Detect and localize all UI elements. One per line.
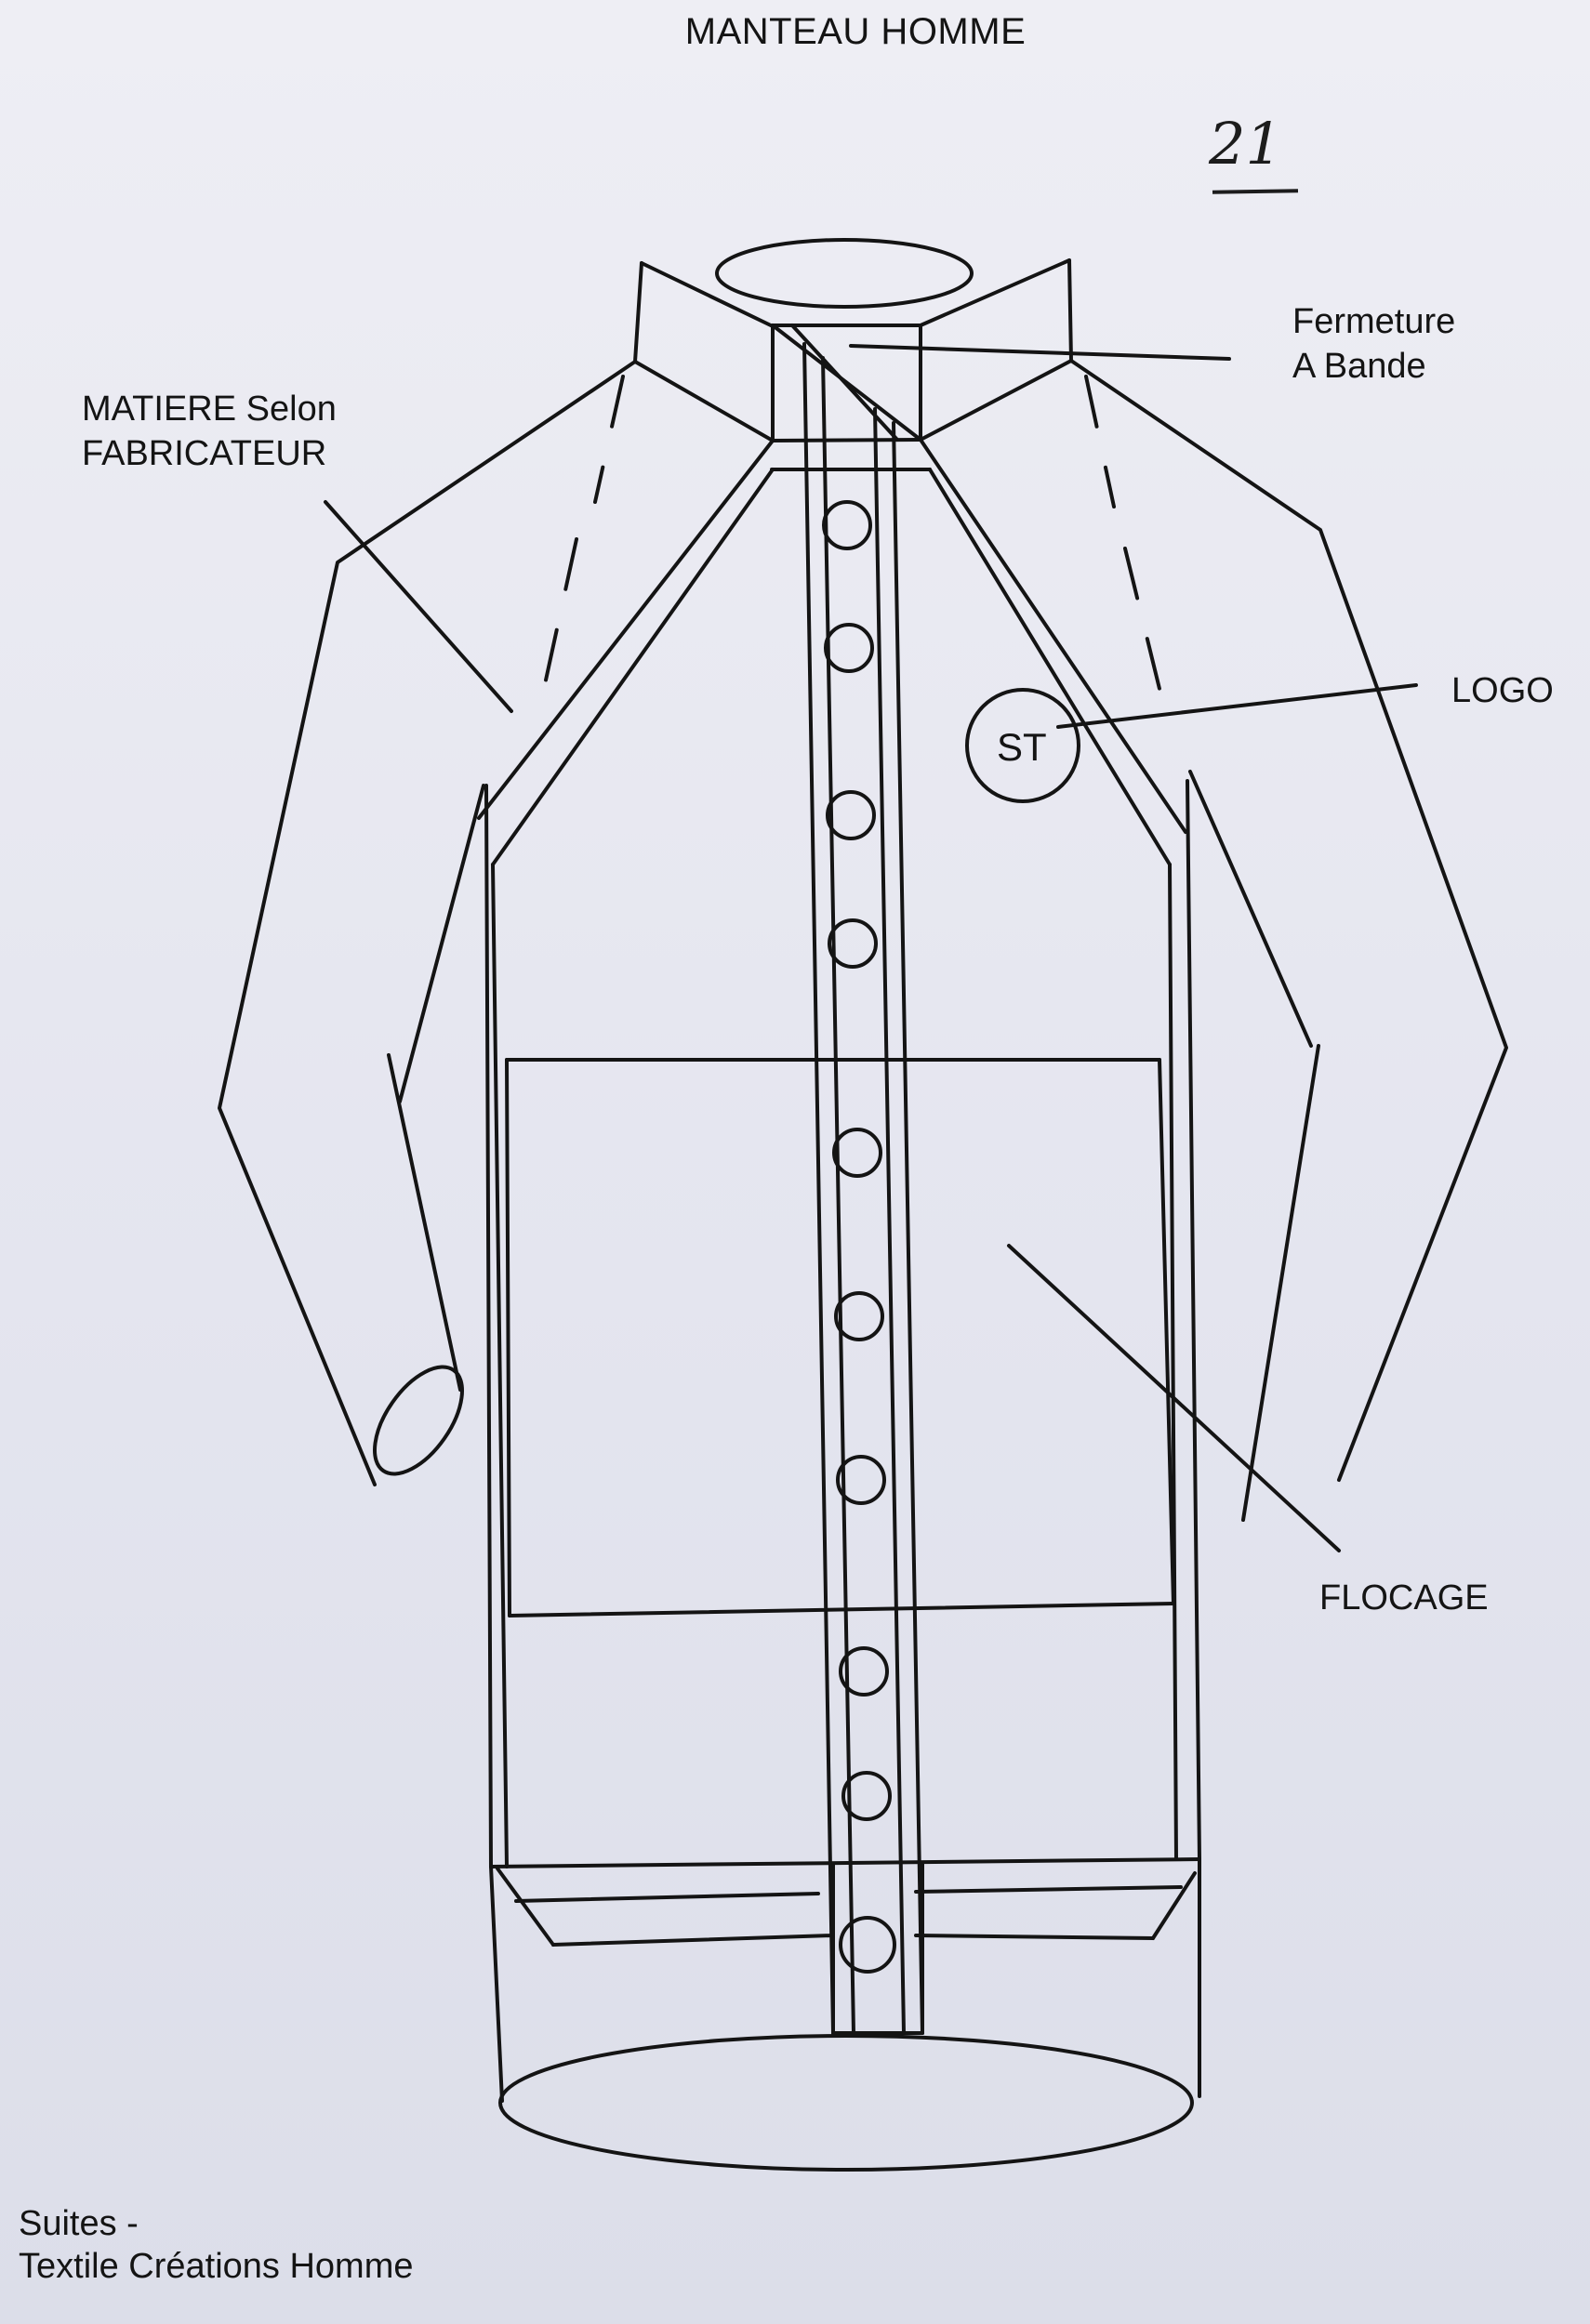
buttons — [822, 500, 896, 1974]
button — [841, 1771, 892, 1821]
button — [834, 1291, 884, 1341]
page-number: 21 — [1209, 110, 1282, 178]
button — [839, 1916, 896, 1974]
logo-circle — [965, 688, 1080, 803]
logo-mark: ST — [997, 725, 1047, 769]
callout-matiere: MATIERE Selon FABRICATEUR — [82, 387, 337, 476]
drawing-title: MANTEAU HOMME — [684, 11, 1027, 52]
right-sleeve — [919, 359, 1508, 1522]
footer-credit: Suites - Textile Créations Homme — [19, 2202, 413, 2288]
left-sleeve — [218, 360, 775, 1486]
button — [822, 500, 872, 550]
hem-band — [496, 1862, 1197, 2035]
callout-fermeture-line2: A Bande — [1292, 347, 1426, 386]
left-cuff — [373, 1365, 464, 1476]
leader-logo — [1056, 683, 1418, 729]
button — [836, 1455, 886, 1505]
button — [828, 918, 878, 969]
neck-opening — [715, 238, 974, 309]
footer-line1: Suites - — [19, 2204, 139, 2243]
leader-flocage — [1007, 1244, 1341, 1552]
footer-line2: Textile Créations Homme — [19, 2247, 414, 2286]
button — [832, 1128, 882, 1178]
coat-body — [484, 779, 1201, 2103]
hem-opening — [498, 2034, 1194, 2172]
leader-fermeture — [849, 344, 1231, 361]
flocage-panel — [505, 1058, 1175, 1618]
button — [839, 1646, 889, 1697]
callout-matiere-line1: MATIERE Selon — [82, 390, 337, 429]
leader-lines — [849, 344, 1418, 1552]
callout-flocage: FLOCAGE — [1319, 1578, 1489, 1618]
callout-fermeture-line1: Fermeture — [1292, 302, 1456, 341]
button — [826, 790, 876, 840]
callout-logo: LOGO — [1451, 671, 1554, 710]
callout-matiere-line2: FABRICATEUR — [82, 434, 327, 473]
button — [824, 623, 874, 673]
callout-fermeture: Fermeture A Bande — [1292, 299, 1455, 389]
